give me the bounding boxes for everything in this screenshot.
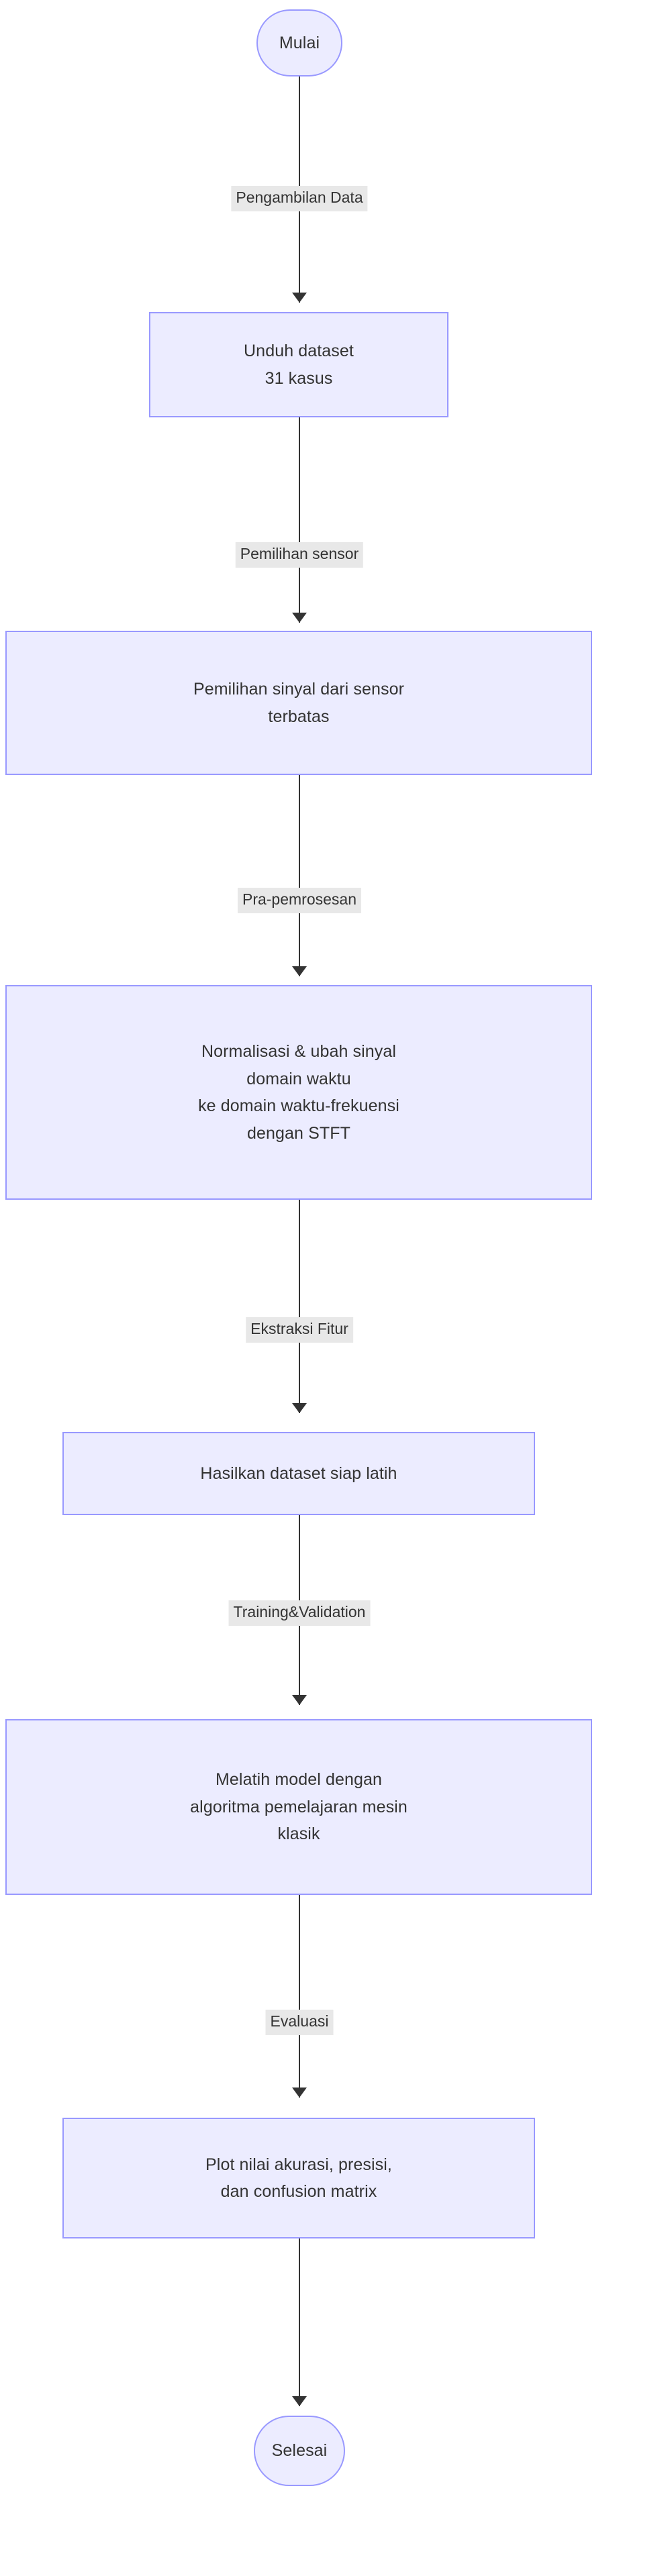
edge-label-pengambilan-data: Pengambilan Data: [231, 186, 368, 211]
node-melatih-model-label: Melatih model dengan algoritma pemelajar…: [190, 1770, 408, 1844]
edge-n3-to-n4-line: [299, 1200, 300, 1413]
edge-n5-to-n6-arrowhead: [292, 2088, 307, 2098]
edge-label-pra-pemrosesan: Pra-pemrosesan: [237, 888, 362, 913]
edge-n6-to-end-line: [299, 2238, 300, 2406]
node-melatih-model[interactable]: Melatih model dengan algoritma pemelajar…: [5, 1719, 592, 1895]
node-start-label: Mulai: [279, 33, 320, 52]
edge-label-ekstraksi-fitur: Ekstraksi Fitur: [246, 1317, 353, 1343]
edge-n6-to-end-arrowhead: [292, 2396, 307, 2406]
node-hasilkan-dataset-label: Hasilkan dataset siap latih: [200, 1463, 397, 1483]
edge-n3-to-n4-arrowhead: [292, 1403, 307, 1413]
node-pemilihan-sinyal-label: Pemilihan sinyal dari sensor terbatas: [193, 680, 405, 726]
node-plot-hasil[interactable]: Plot nilai akurasi, presisi, dan confusi…: [62, 2118, 535, 2238]
edge-n1-to-n2-arrowhead: [292, 613, 307, 623]
edge-n4-to-n5-arrowhead: [292, 1695, 307, 1705]
node-start[interactable]: Mulai: [256, 9, 342, 76]
edge-n2-to-n3-line: [299, 775, 300, 976]
edge-label-training-validation: Training&Validation: [228, 1600, 371, 1626]
edge-n5-to-n6-line: [299, 1895, 300, 2098]
node-normalisasi-stft[interactable]: Normalisasi & ubah sinyal domain waktu k…: [5, 985, 592, 1200]
node-plot-hasil-label: Plot nilai akurasi, presisi, dan confusi…: [205, 2155, 392, 2202]
edge-n1-to-n2-line: [299, 417, 300, 623]
edge-start-to-n1-arrowhead: [292, 293, 307, 303]
node-end-label: Selesai: [271, 2441, 328, 2461]
node-hasilkan-dataset[interactable]: Hasilkan dataset siap latih: [62, 1432, 535, 1515]
edge-n2-to-n3-arrowhead: [292, 966, 307, 976]
edge-label-evaluasi: Evaluasi: [265, 2010, 334, 2035]
node-unduh-dataset-label: Unduh dataset 31 kasus: [244, 342, 354, 388]
node-normalisasi-stft-label: Normalisasi & ubah sinyal domain waktu k…: [198, 1042, 399, 1143]
node-unduh-dataset[interactable]: Unduh dataset 31 kasus: [149, 312, 448, 417]
node-pemilihan-sinyal[interactable]: Pemilihan sinyal dari sensor terbatas: [5, 631, 592, 775]
edge-label-pemilihan-sensor: Pemilihan sensor: [235, 542, 364, 568]
node-end[interactable]: Selesai: [254, 2416, 345, 2486]
